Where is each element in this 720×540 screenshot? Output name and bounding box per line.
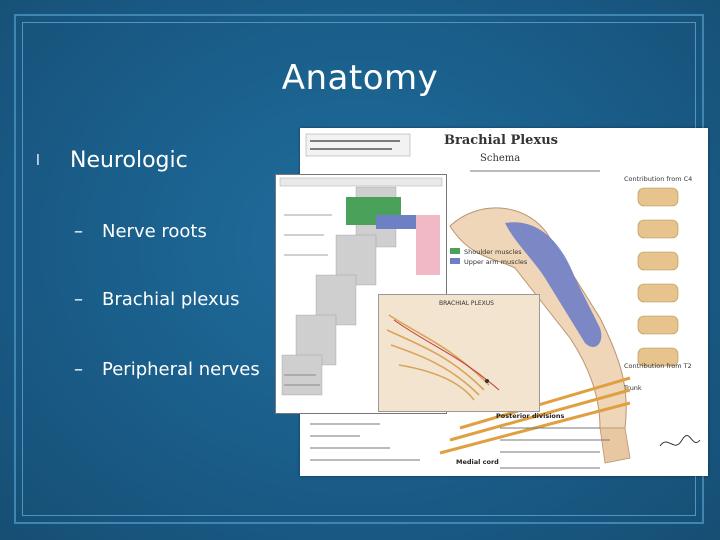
- legend-swatch-shoulder: [450, 248, 460, 254]
- sub-dash: –: [74, 289, 83, 310]
- legend-swatch-upper-arm: [450, 258, 460, 264]
- sub-text: Nerve roots: [102, 221, 207, 242]
- sub-dash: –: [74, 359, 83, 380]
- sub-item-nerve-roots: –Nerve roots: [74, 221, 207, 242]
- label-trunk: Trunk: [623, 384, 642, 392]
- bullet-neurologic: l Neurologic: [36, 148, 188, 173]
- sub-text: Brachial plexus: [102, 289, 240, 310]
- inset-header: BRACHIAL PLEXUS: [439, 300, 494, 307]
- label-contribution-c4: Contribution from C4: [624, 175, 692, 183]
- brachial-plexus-inset-illustration: BRACHIAL PLEXUS: [386, 300, 500, 401]
- label-contribution-t2: Contribution from T2: [624, 362, 692, 370]
- label-medial-cord: Medial cord: [456, 458, 499, 466]
- bullet-text: Neurologic: [70, 148, 188, 173]
- legend-shoulder: Shoulder muscles: [464, 248, 522, 256]
- sub-item-peripheral-nerves: –Peripheral nerves: [74, 359, 260, 380]
- signature-mark: [659, 435, 701, 447]
- figure-title: Brachial Plexus: [444, 133, 558, 148]
- sub-text: Peripheral nerves: [102, 359, 260, 380]
- sub-item-brachial-plexus: –Brachial plexus: [74, 289, 239, 310]
- sub-dash: –: [74, 221, 83, 242]
- bullet-marker: l: [36, 153, 40, 169]
- label-posterior-divisions: Posterior divisions: [496, 412, 565, 420]
- slide-title: Anatomy: [281, 58, 439, 98]
- figure-subtitle: Schema: [480, 153, 520, 164]
- brachial-plexus-inset: BRACHIAL PLEXUS: [378, 294, 540, 412]
- legend-upper-arm: Upper arm muscles: [464, 258, 528, 266]
